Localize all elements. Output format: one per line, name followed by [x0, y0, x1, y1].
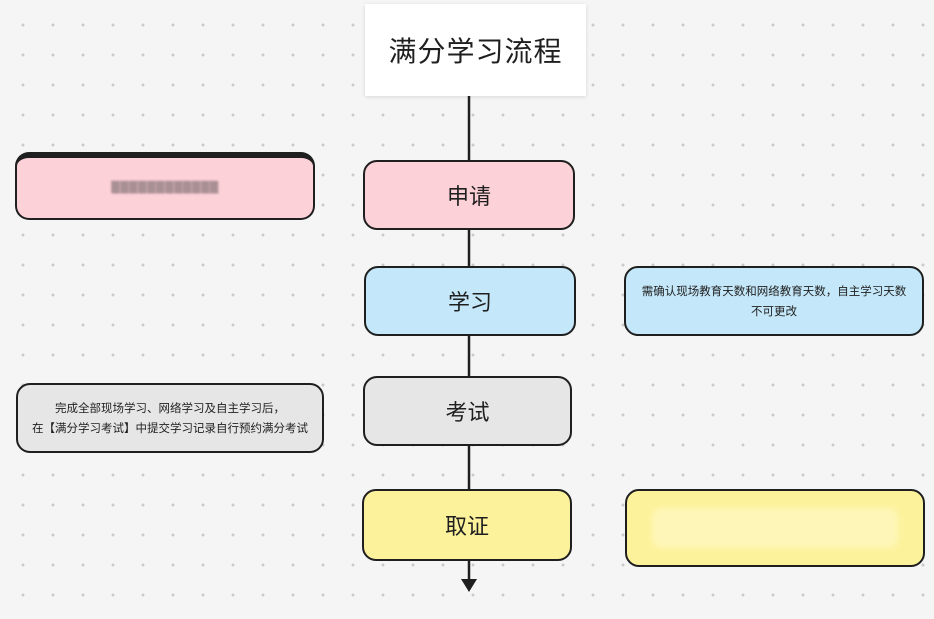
- note-apply[interactable]: ▒▒▒▒▒▒▒▒▒▒▒▒: [15, 152, 315, 220]
- step-apply-label: 申请: [446, 185, 491, 210]
- note-exam-line-1: 完成全部现场学习、网络学习及自主学习后，: [55, 401, 285, 415]
- note-study-line-1: 需确认现场教育天数和网络教育天数，自主学习天数: [641, 284, 907, 298]
- step-exam-label: 考试: [445, 401, 490, 426]
- step-certify-label: 取证: [444, 515, 489, 540]
- note-exam[interactable]: 完成全部现场学习、网络学习及自主学习后， 在【满分学习考试】中提交学习记录自行预…: [16, 383, 324, 453]
- diagram-title: 满分学习流程: [365, 4, 586, 96]
- note-study[interactable]: 需确认现场教育天数和网络教育天数，自主学习天数 不可更改: [624, 266, 924, 336]
- note-apply-text: ▒▒▒▒▒▒▒▒▒▒▒▒: [111, 181, 219, 194]
- step-certify[interactable]: 取证: [362, 489, 572, 561]
- note-certify[interactable]: [625, 489, 925, 567]
- step-study-label: 学习: [447, 291, 492, 316]
- step-apply[interactable]: 申请: [363, 160, 575, 230]
- step-study[interactable]: 学习: [364, 266, 576, 336]
- step-exam[interactable]: 考试: [363, 376, 572, 446]
- note-certify-redacted: [651, 507, 899, 549]
- note-study-line-2: 不可更改: [751, 304, 797, 318]
- flow-end-arrowhead: [461, 579, 477, 592]
- note-exam-line-2: 在【满分学习考试】中提交学习记录自行预约满分考试: [32, 421, 308, 435]
